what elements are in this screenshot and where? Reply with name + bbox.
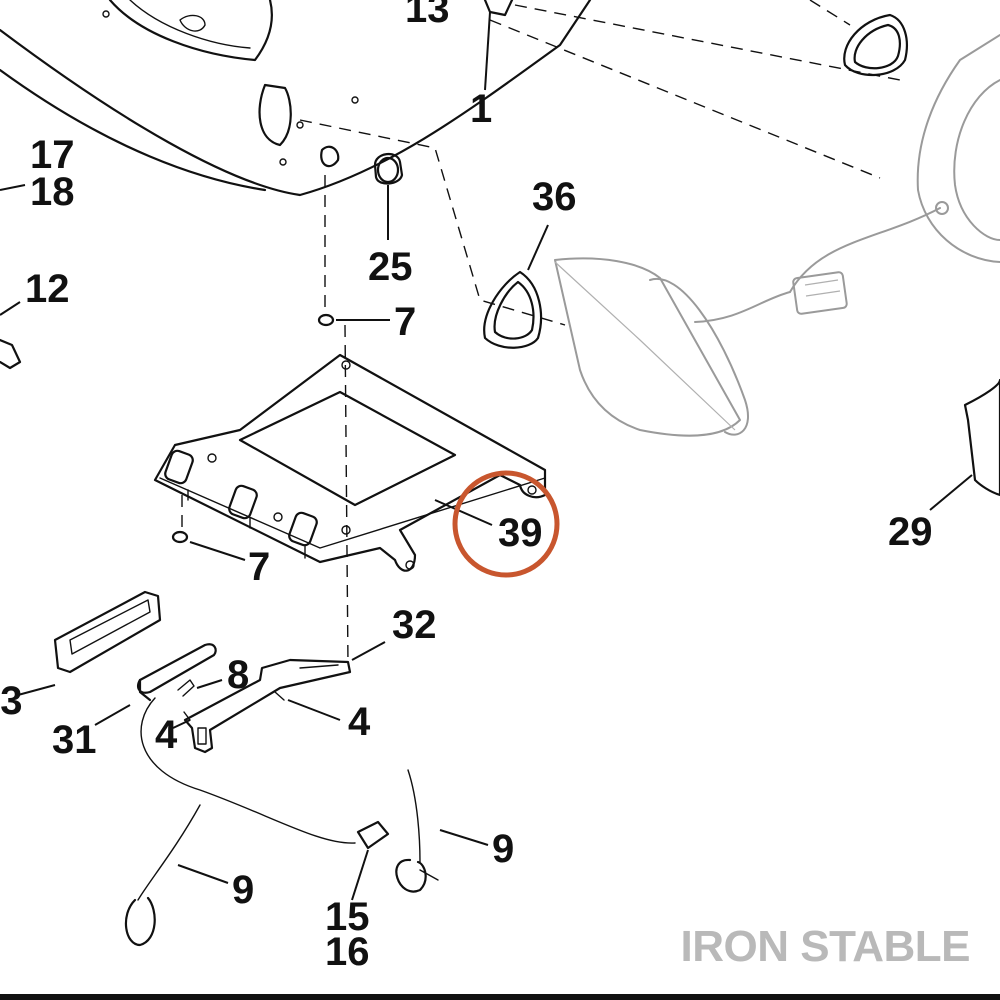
grommet-25 (373, 153, 404, 185)
screw-4 (183, 691, 285, 721)
callout-labels: 13 1 17 18 12 36 25 7 7 39 29 32 33 8 31… (0, 0, 933, 974)
headlamp-assembly (554, 207, 941, 437)
bottom-border (0, 994, 1000, 1000)
part-12-shape (0, 338, 22, 370)
cable-tie-9-left (124, 804, 201, 947)
callout-13: 13 (405, 0, 450, 31)
wire-harness (140, 697, 390, 850)
part-13-shape (483, 0, 514, 17)
callout-31: 31 (52, 718, 97, 762)
callout-17: 17 (30, 133, 75, 177)
callout-33: 33 (0, 679, 23, 723)
callout-32: 32 (392, 603, 437, 647)
callout-29: 29 (888, 510, 933, 554)
leader-lines (0, 11, 973, 901)
cable-tie-9-right (395, 769, 439, 893)
callout-18: 18 (30, 170, 75, 214)
callout-39: 39 (498, 511, 543, 555)
callout-15: 15 (325, 895, 370, 939)
callout-9-left: 9 (232, 868, 254, 912)
wiring-connector (792, 271, 848, 315)
callout-36: 36 (532, 175, 577, 219)
part-33-bracket (53, 590, 162, 674)
watermark-text: IRON STABLE (680, 922, 971, 971)
callout-7-upper: 7 (394, 300, 416, 344)
grommet-36 (483, 270, 542, 349)
bracket-32 (183, 658, 352, 754)
highlight-circle (452, 470, 560, 578)
clip-8 (177, 679, 195, 697)
callout-1: 1 (470, 87, 492, 131)
callout-4-left: 4 (155, 713, 178, 757)
nut-7-lower (171, 530, 189, 544)
callout-4-right: 4 (348, 700, 371, 744)
callout-25: 25 (368, 245, 413, 289)
callout-12: 12 (25, 267, 70, 311)
fairing-body (0, 0, 592, 197)
grommet-top-right (843, 13, 908, 77)
alignment-lines (181, 0, 901, 666)
callout-7-lower: 7 (248, 545, 270, 589)
light-31 (136, 643, 217, 702)
callout-8: 8 (227, 653, 249, 697)
speaker-housing (916, 34, 1000, 263)
callout-16: 16 (325, 930, 370, 974)
nut-7-upper (317, 313, 335, 327)
mounting-plate-39 (153, 353, 547, 572)
callout-9-right: 9 (492, 827, 514, 871)
